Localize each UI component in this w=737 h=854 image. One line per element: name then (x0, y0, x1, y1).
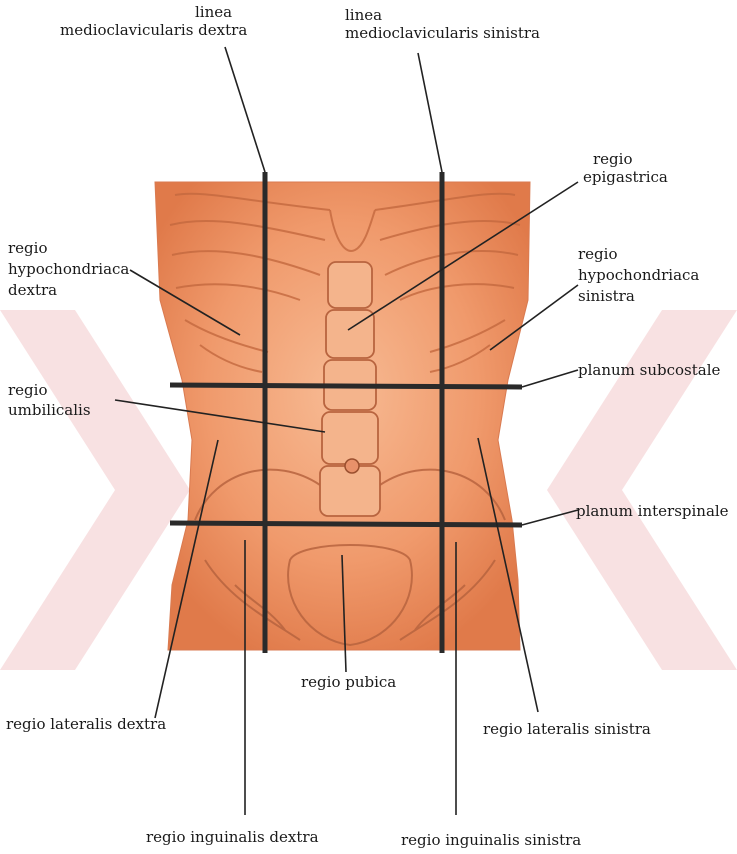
label-line: regio lateralis sinistra (483, 720, 651, 738)
label-line: dextra (8, 280, 129, 301)
label-regio-hypochondriaca-dextra: regio hypochondriaca dextra (8, 238, 129, 301)
label-line: medioclavicularis dextra (60, 21, 247, 39)
label-line: regio pubica (301, 673, 396, 691)
label-line: umbilicalis (8, 400, 91, 420)
spine (320, 262, 380, 516)
label-linea-dextra: linea medioclavicularis dextra (195, 3, 247, 39)
label-line: hypochondriaca (8, 259, 129, 280)
label-line: regio (593, 150, 668, 168)
label-line: regio (8, 238, 129, 259)
label-regio-lateralis-sinistra: regio lateralis sinistra (483, 720, 651, 738)
label-regio-inguinalis-dextra: regio inguinalis dextra (146, 828, 319, 846)
planum-subcostale-line (170, 385, 522, 387)
label-line: planum interspinale (576, 502, 729, 520)
label-line: regio lateralis dextra (6, 715, 166, 733)
label-regio-pubica: regio pubica (301, 673, 396, 691)
label-regio-lateralis-dextra: regio lateralis dextra (6, 715, 166, 733)
label-line: medioclavicularis sinistra (345, 24, 540, 42)
label-line: regio inguinalis sinistra (401, 831, 581, 849)
label-line: regio inguinalis dextra (146, 828, 319, 846)
umbilicus-icon (345, 459, 359, 473)
label-line: epigastrica (583, 168, 668, 186)
label-line: linea (195, 3, 247, 21)
label-planum-interspinale: planum interspinale (576, 502, 729, 520)
label-line: hypochondriaca (578, 265, 699, 286)
label-regio-umbilicalis: regio umbilicalis (8, 380, 91, 420)
label-planum-subcostale: planum subcostale (578, 361, 720, 379)
label-regio-hypochondriaca-sinistra: regio hypochondriaca sinistra (578, 244, 699, 307)
label-regio-inguinalis-sinistra: regio inguinalis sinistra (401, 831, 581, 849)
label-line: sinistra (578, 286, 699, 307)
label-line: regio (578, 244, 699, 265)
label-line: linea (345, 6, 540, 24)
label-line: regio (8, 380, 91, 400)
label-linea-sinistra: linea medioclavicularis sinistra (345, 6, 540, 42)
label-regio-epigastrica: regio epigastrica (583, 150, 668, 186)
label-line: planum subcostale (578, 361, 720, 379)
planum-interspinale-line (170, 523, 522, 525)
